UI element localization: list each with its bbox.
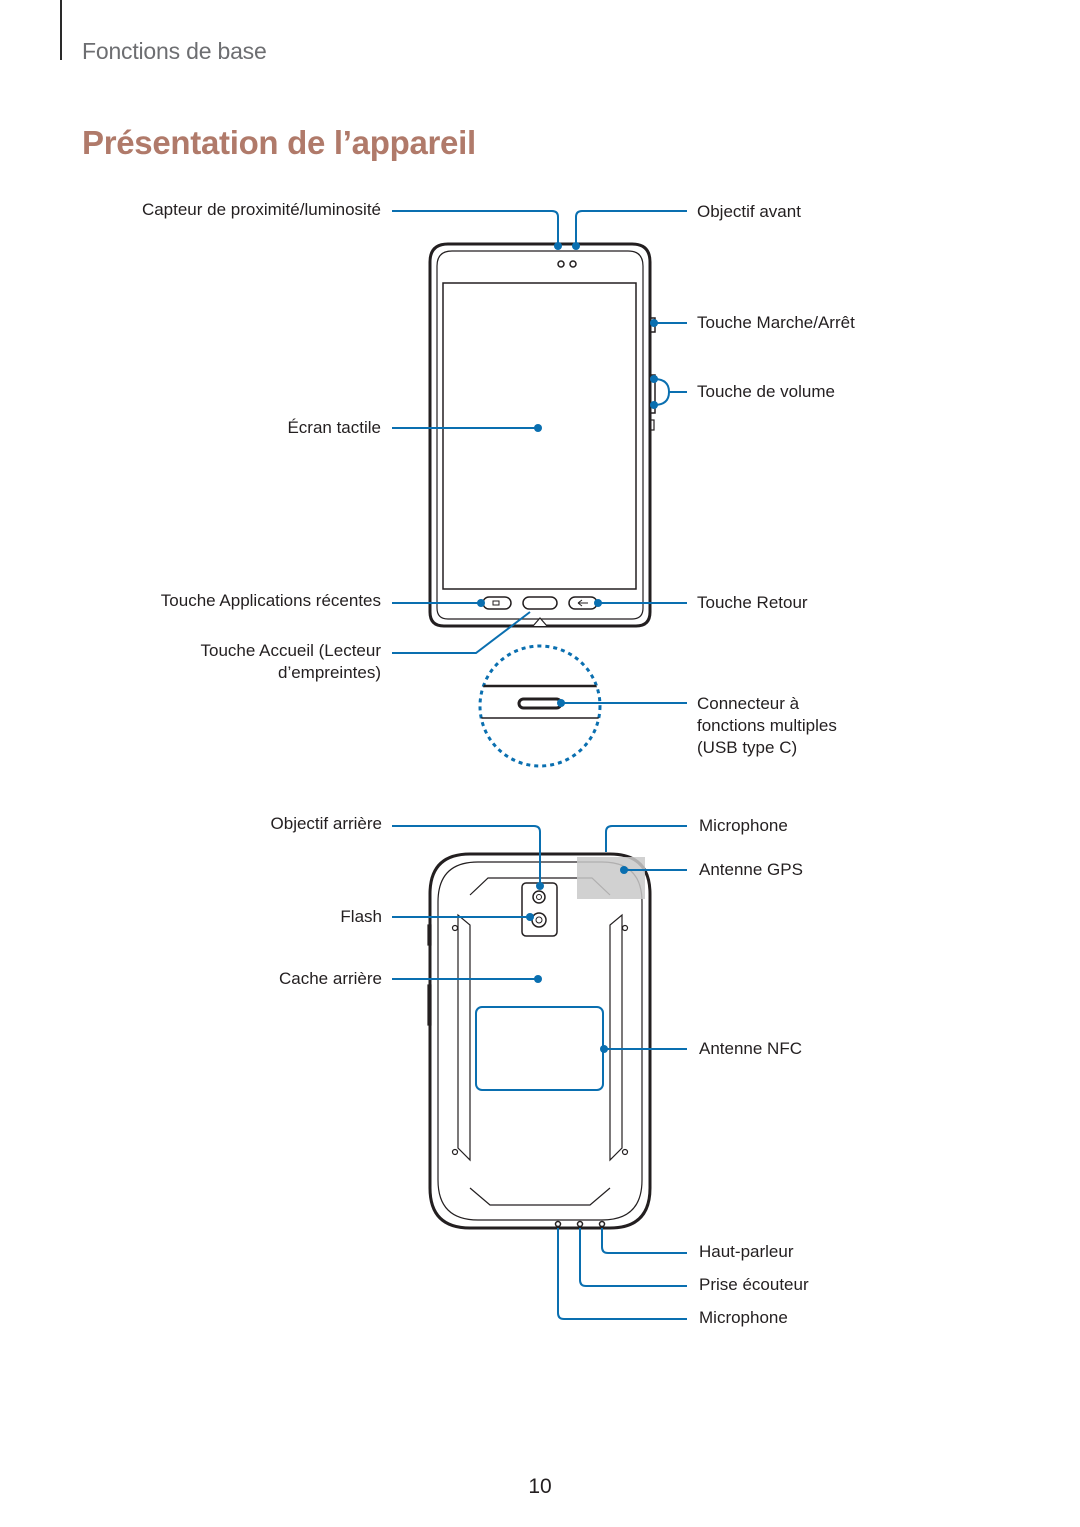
flash-shape [531, 912, 547, 928]
label-speaker: Haut-parleur [699, 1242, 794, 1261]
label-touchscreen: Écran tactile [287, 418, 381, 437]
section-header: Fonctions de base [82, 38, 267, 64]
tablet-front [428, 242, 656, 628]
usb-zoom [478, 617, 602, 768]
recent-apps-key-shape [482, 596, 512, 610]
gps-antenna-area [577, 857, 645, 899]
label-usb-connector: Connecteur à fonctions multiples (USB ty… [697, 693, 837, 759]
home-key-shape [522, 596, 558, 610]
bottom-ports [554, 1220, 606, 1228]
label-volume-key: Touche de volume [697, 382, 835, 401]
label-flash: Flash [340, 907, 382, 926]
usb-port-shape [517, 697, 563, 710]
callout-home-line [392, 611, 531, 654]
callout-lines [392, 210, 687, 1320]
callout-dots [477, 242, 658, 1053]
label-microphone-bottom: Microphone [699, 1308, 788, 1327]
callout-mic-bottom-line [557, 1228, 687, 1320]
label-nfc-antenna: Antenne NFC [699, 1039, 802, 1058]
label-usb-line2: fonctions multiples [697, 716, 837, 735]
label-back-cover: Cache arrière [279, 969, 382, 988]
label-home-key-line1: Touche Accueil (Lecteur [200, 641, 382, 660]
label-proximity-sensor: Capteur de proximité/luminosité [141, 200, 381, 219]
callout-rear-camera-line [392, 825, 541, 886]
margin-rule [60, 0, 62, 60]
tablet-back [427, 852, 652, 1230]
rear-camera-lens [532, 890, 546, 904]
proximity-sensor-hole [557, 260, 565, 268]
callout-proximity-line [392, 210, 559, 244]
label-rear-camera: Objectif arrière [270, 814, 382, 833]
label-home-key-line2: d’empreintes) [278, 663, 381, 682]
label-home-key: Touche Accueil (Lecteur d’empreintes) [201, 640, 382, 684]
volume-key-shape [649, 374, 656, 414]
label-gps-antenna: Antenne GPS [699, 860, 803, 879]
front-camera-hole [569, 260, 577, 268]
callout-mic-top-line [605, 825, 687, 852]
callout-volume-line [653, 378, 687, 406]
page-number: 10 [528, 1475, 552, 1498]
touchscreen-area [442, 282, 637, 590]
label-usb-line1: Connecteur à [697, 694, 800, 713]
label-front-camera: Objectif avant [697, 202, 801, 221]
label-usb-line3: (USB type C) [697, 738, 798, 757]
callout-speaker-line [601, 1228, 687, 1254]
callout-jack-line [579, 1228, 687, 1287]
nfc-antenna-area [475, 1006, 604, 1091]
label-power-key: Touche Marche/Arrêt [697, 313, 855, 332]
label-back-key: Touche Retour [697, 593, 808, 612]
label-recent-apps-key: Touche Applications récentes [160, 591, 381, 610]
label-earphone-jack: Prise écouteur [699, 1275, 809, 1294]
label-microphone-top: Microphone [699, 816, 788, 835]
callout-front-camera-line [575, 210, 687, 244]
page-title: Présentation de l’appareil [82, 124, 476, 161]
